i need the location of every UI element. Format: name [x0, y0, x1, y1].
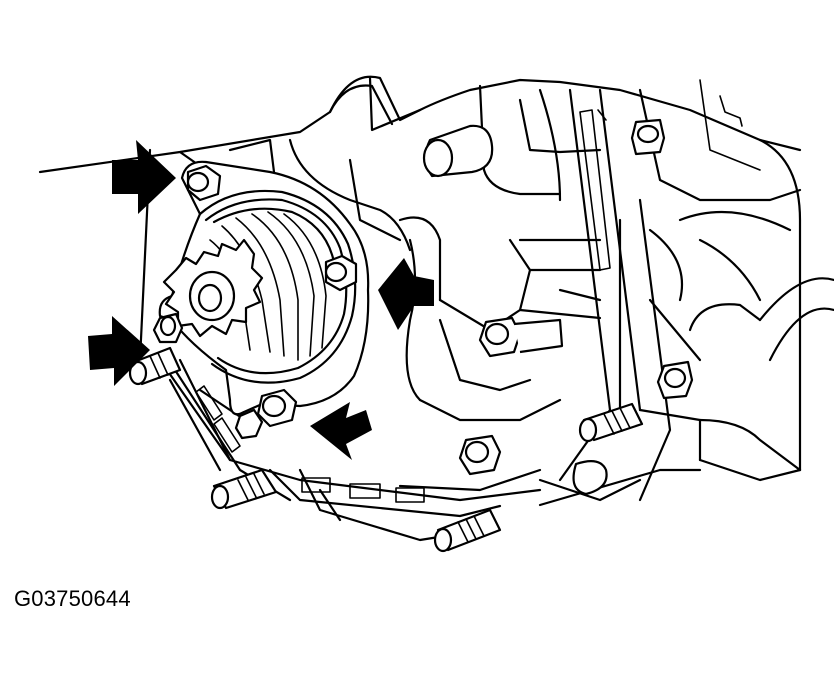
- callout-arrow-top: [112, 140, 176, 214]
- flange-bolts: [152, 164, 358, 440]
- guide-studs: [128, 346, 644, 553]
- intermediate-plate: [288, 88, 702, 502]
- lower-bracket: [168, 358, 642, 518]
- callout-arrow-left: [88, 316, 150, 386]
- callout-arrow-bottom: [310, 402, 372, 460]
- background-bolts: [422, 118, 694, 496]
- pump-assembly: [152, 160, 370, 440]
- figure-id-label: G03750644: [14, 586, 131, 611]
- callout-arrow-right: [378, 258, 434, 330]
- callout-arrows: [88, 140, 434, 460]
